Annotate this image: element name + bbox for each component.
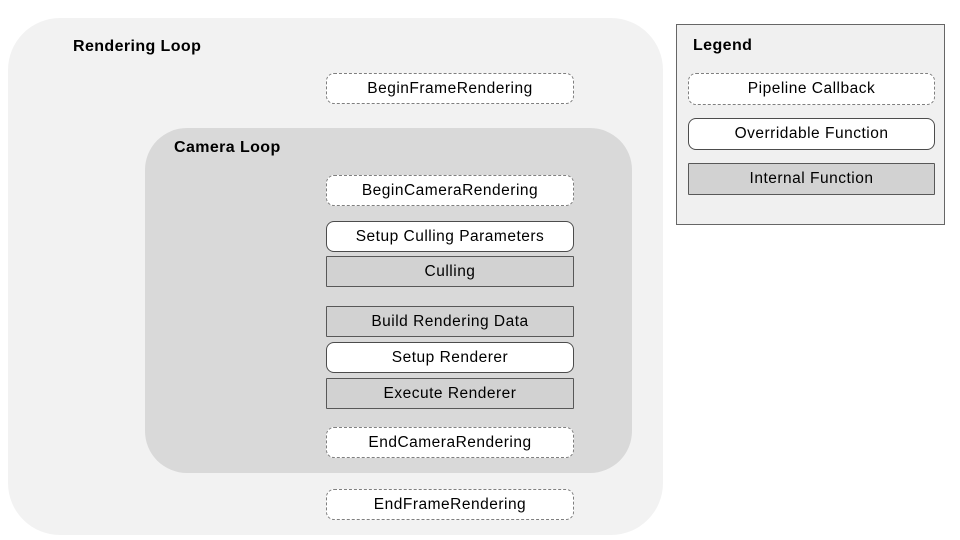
legend-item-pipeline-callback: Pipeline Callback (688, 73, 935, 105)
legend-panel: Legend Pipeline Callback Overridable Fun… (676, 24, 945, 225)
legend-item-overridable-function: Overridable Function (688, 118, 935, 150)
node-setup-renderer: Setup Renderer (326, 342, 574, 373)
node-label: EndCameraRendering (368, 433, 532, 451)
node-setup-culling-parameters: Setup Culling Parameters (326, 221, 574, 252)
node-culling: Culling (326, 256, 574, 287)
node-label: Setup Culling Parameters (355, 227, 545, 245)
node-label: Execute Renderer (383, 384, 517, 402)
legend-item-label: Pipeline Callback (747, 80, 876, 97)
node-label: Setup Renderer (391, 348, 509, 366)
legend-item-internal-function: Internal Function (688, 163, 935, 195)
rendering-loop-title: Rendering Loop (73, 38, 202, 55)
node-begin-frame-rendering: BeginFrameRendering (326, 73, 574, 104)
legend-title: Legend (693, 37, 753, 54)
node-begin-camera-rendering: BeginCameraRendering (326, 175, 574, 206)
legend-item-label: Overridable Function (734, 125, 889, 142)
node-label: Build Rendering Data (371, 312, 529, 330)
node-execute-renderer: Execute Renderer (326, 378, 574, 409)
node-label: EndFrameRendering (373, 495, 527, 513)
node-end-frame-rendering: EndFrameRendering (326, 489, 574, 520)
legend-item-label: Internal Function (749, 170, 874, 187)
node-end-camera-rendering: EndCameraRendering (326, 427, 574, 458)
node-label: BeginFrameRendering (367, 79, 533, 97)
node-label: Culling (424, 262, 476, 280)
camera-loop-title: Camera Loop (174, 139, 281, 156)
node-label: BeginCameraRendering (361, 181, 539, 199)
node-build-rendering-data: Build Rendering Data (326, 306, 574, 337)
